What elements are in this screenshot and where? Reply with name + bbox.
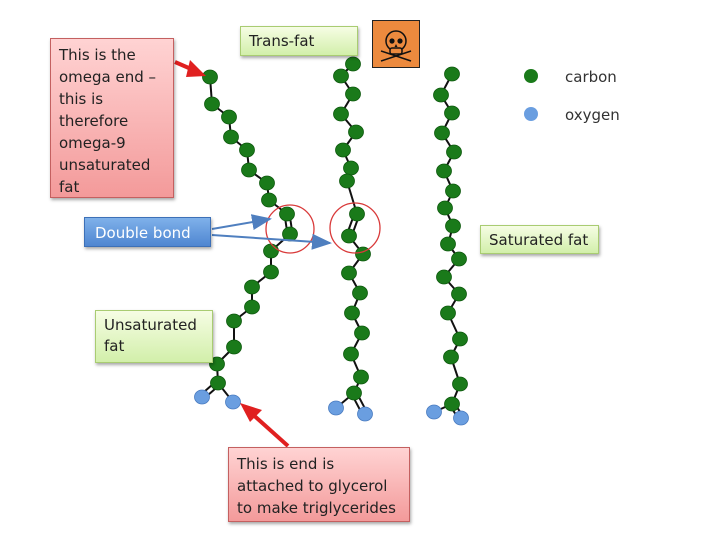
saturated-fat-carbon-atom bbox=[444, 396, 460, 412]
saturated-fat-carbon-atom bbox=[445, 218, 461, 234]
unsaturated-fat-carbon-atom bbox=[221, 109, 237, 125]
unsaturated-fat-carbon-atom bbox=[279, 206, 295, 222]
double-bond-pointer-arrow-2 bbox=[211, 233, 332, 250]
double-bond-pointer-arrow-1 bbox=[211, 214, 272, 230]
saturated-fat-oxygen-atom bbox=[426, 404, 442, 420]
bonds-layer bbox=[199, 63, 464, 420]
unsaturated-fat-carbon-atom bbox=[210, 375, 226, 391]
trans-fat-carbon-atom bbox=[348, 124, 364, 140]
trans-fat-carbon-atom bbox=[339, 173, 355, 189]
unsaturated-fat-carbon-atom bbox=[239, 142, 255, 158]
legend-oxygen-swatch bbox=[524, 107, 538, 121]
saturated-fat-carbon-atom bbox=[433, 87, 449, 103]
trans-fat-oxygen-atom bbox=[357, 406, 373, 422]
saturated-fat-carbon-atom bbox=[452, 331, 468, 347]
trans-fat-carbon-atom bbox=[335, 142, 351, 158]
trans-fat-carbon-atom bbox=[354, 325, 370, 341]
skull-crossbones-icon bbox=[372, 20, 420, 68]
legend-carbon-label: carbon bbox=[565, 68, 617, 86]
trans-fat-carbon-atom bbox=[345, 56, 361, 72]
unsaturated-fat-label: Unsaturated fat bbox=[95, 310, 213, 363]
skull-crossbones-glyph bbox=[380, 30, 412, 62]
saturated-fat-carbon-atom bbox=[452, 376, 468, 392]
trans-fat-label: Trans-fat bbox=[240, 26, 358, 56]
double-bond-highlight-trans bbox=[329, 202, 381, 254]
double-bond-label: Double bond bbox=[84, 217, 211, 247]
unsaturated-fat-carbon-atom bbox=[263, 264, 279, 280]
saturated-fat-carbon-atom bbox=[446, 144, 462, 160]
unsaturated-fat-carbon-atom bbox=[223, 129, 239, 145]
saturated-fat-carbon-atom bbox=[445, 183, 461, 199]
trans-fat-carbon-atom bbox=[344, 305, 360, 321]
unsaturated-fat-carbon-atom bbox=[259, 175, 275, 191]
trans-fat-carbon-atom bbox=[345, 86, 361, 102]
atoms-layer bbox=[194, 56, 469, 426]
omega-end-arrow bbox=[174, 60, 206, 77]
saturated-fat-carbon-atom bbox=[444, 105, 460, 121]
glycerol-end-arrow bbox=[240, 403, 290, 448]
legend-carbon-swatch bbox=[524, 69, 538, 83]
unsaturated-fat-carbon-atom bbox=[282, 226, 298, 242]
trans-fat-carbon-atom bbox=[346, 385, 362, 401]
trans-fat-carbon-atom bbox=[343, 346, 359, 362]
glycerol-end-callout: This is end is attached to glycerol to m… bbox=[228, 447, 410, 522]
unsaturated-fat-carbon-atom bbox=[261, 192, 277, 208]
unsaturated-fat-carbon-atom bbox=[244, 279, 260, 295]
trans-fat-oxygen-atom bbox=[328, 400, 344, 416]
trans-fat-carbon-atom bbox=[349, 206, 365, 222]
trans-fat-carbon-atom bbox=[333, 68, 349, 84]
trans-fat-carbon-atom bbox=[353, 369, 369, 385]
unsaturated-fat-oxygen-atom bbox=[194, 389, 210, 405]
saturated-fat-carbon-atom bbox=[444, 66, 460, 82]
saturated-fat-carbon-atom bbox=[451, 286, 467, 302]
unsaturated-fat-oxygen-atom bbox=[225, 394, 241, 410]
legend-oxygen-label: oxygen bbox=[565, 106, 620, 124]
trans-fat-carbon-atom bbox=[352, 285, 368, 301]
unsaturated-fat-carbon-atom bbox=[241, 162, 257, 178]
saturated-fat-label: Saturated fat bbox=[480, 225, 599, 254]
overlays-layer bbox=[174, 60, 538, 448]
saturated-fat-carbon-atom bbox=[440, 305, 456, 321]
unsaturated-fat-carbon-atom bbox=[226, 313, 242, 329]
saturated-fat-carbon-atom bbox=[440, 236, 456, 252]
saturated-fat-carbon-atom bbox=[436, 269, 452, 285]
unsaturated-fat-carbon-atom bbox=[209, 356, 225, 372]
unsaturated-fat-carbon-atom bbox=[204, 96, 220, 112]
saturated-fat-carbon-atom bbox=[434, 125, 450, 141]
trans-fat-carbon-atom bbox=[341, 265, 357, 281]
trans-fat-carbon-atom bbox=[341, 228, 357, 244]
trans-fat-carbon-atom bbox=[333, 106, 349, 122]
saturated-fat-oxygen-atom bbox=[453, 410, 469, 426]
trans-fat-carbon-atom bbox=[343, 160, 359, 176]
omega-end-callout: This is the omega end – this is therefor… bbox=[50, 38, 174, 198]
unsaturated-fat-carbon-atom bbox=[263, 243, 279, 259]
unsaturated-fat-carbon-atom bbox=[226, 339, 242, 355]
unsaturated-fat-carbon-atom bbox=[202, 69, 218, 85]
unsaturated-fat-carbon-atom bbox=[244, 299, 260, 315]
saturated-fat-carbon-atom bbox=[451, 251, 467, 267]
saturated-fat-carbon-atom bbox=[437, 200, 453, 216]
saturated-fat-carbon-atom bbox=[436, 163, 452, 179]
saturated-fat-carbon-atom bbox=[443, 349, 459, 365]
